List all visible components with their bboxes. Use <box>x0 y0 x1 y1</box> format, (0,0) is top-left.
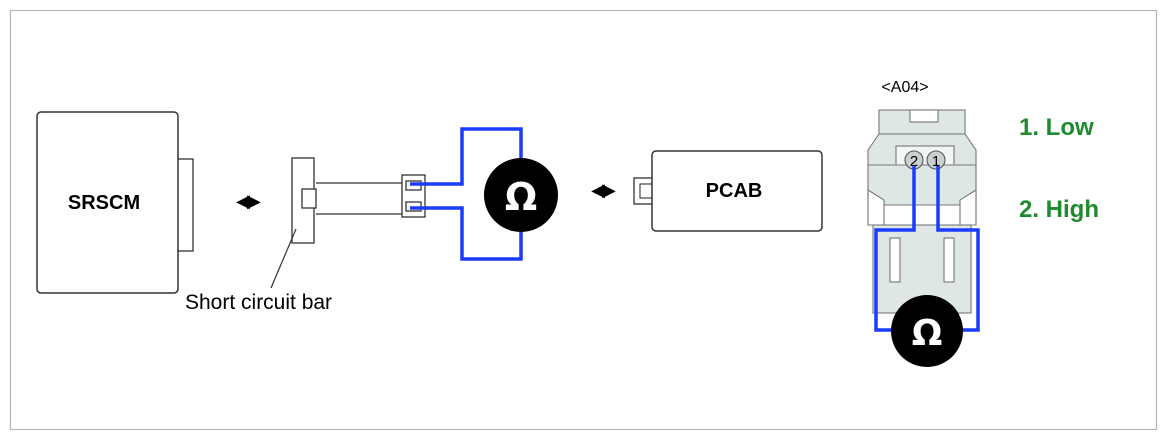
pcab-plug-inner <box>639 183 654 199</box>
ohmmeter-icon: Ω <box>484 158 558 232</box>
pin-1-label: 1 <box>932 153 940 170</box>
short-circuit-bar-label: Short circuit bar <box>185 291 332 314</box>
callout-line <box>270 228 297 289</box>
double-arrow-icon: ◀▶ <box>591 180 616 200</box>
ohmmeter-wires-2 <box>874 166 980 332</box>
ohmmeter-wires-1 <box>410 127 523 261</box>
connector-name: <A04> <box>881 79 928 96</box>
pin-high-label: 2. High <box>1019 196 1099 223</box>
short-circuit-bar-slot <box>301 188 317 209</box>
srscm-module: SRSCM <box>36 111 194 294</box>
pin-1 <box>926 150 946 170</box>
pin-low-label: 1. Low <box>1019 114 1094 141</box>
pcab-module: PCAB <box>633 150 823 232</box>
double-arrow-icon: ◀▶ <box>236 191 261 211</box>
srscm-box <box>36 111 179 294</box>
ohmmeter-icon: Ω <box>891 295 963 367</box>
pcab-label: PCAB <box>706 180 763 202</box>
srscm-label: SRSCM <box>68 192 140 214</box>
ohmmeter-symbol: Ω <box>505 175 537 219</box>
pin-2-label: 2 <box>910 153 918 170</box>
ohmmeter-symbol-2: Ω <box>912 313 943 354</box>
connector-pins: 2 1 <box>904 150 946 170</box>
pcab-box <box>651 150 823 232</box>
